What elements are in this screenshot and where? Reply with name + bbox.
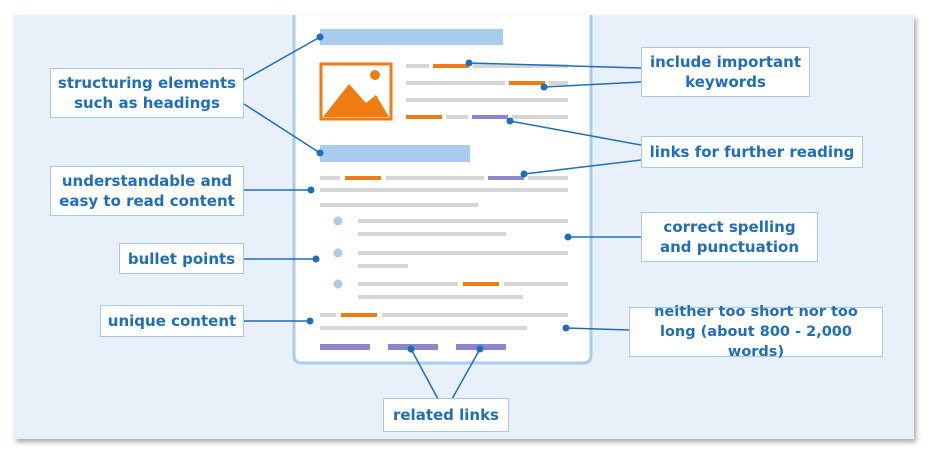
related-links-label: related links	[383, 398, 509, 432]
length-label: neither too short nor too long (about 80…	[629, 304, 883, 360]
keywords-label: include important keywords	[641, 47, 810, 97]
spelling-label: correct spelling and punctuation	[641, 212, 818, 262]
paragraph-2	[320, 176, 568, 207]
heading-bar-2	[320, 145, 470, 162]
connector-lines	[243, 36, 642, 400]
bullet-list	[333, 216, 568, 299]
image-placeholder-icon	[319, 62, 393, 121]
paragraph-3	[320, 313, 568, 330]
understandable-content-label: understandable and easy to read content	[50, 166, 244, 216]
heading-bar-1	[320, 29, 503, 45]
connector-dots	[306, 33, 572, 353]
paragraph-1	[406, 64, 568, 119]
further-reading-label: links for further reading	[641, 136, 863, 168]
unique-content-label: unique content	[100, 305, 244, 337]
bullet-points-label: bullet points	[119, 243, 244, 274]
headings-label: structuring elements such as headings	[50, 68, 244, 118]
